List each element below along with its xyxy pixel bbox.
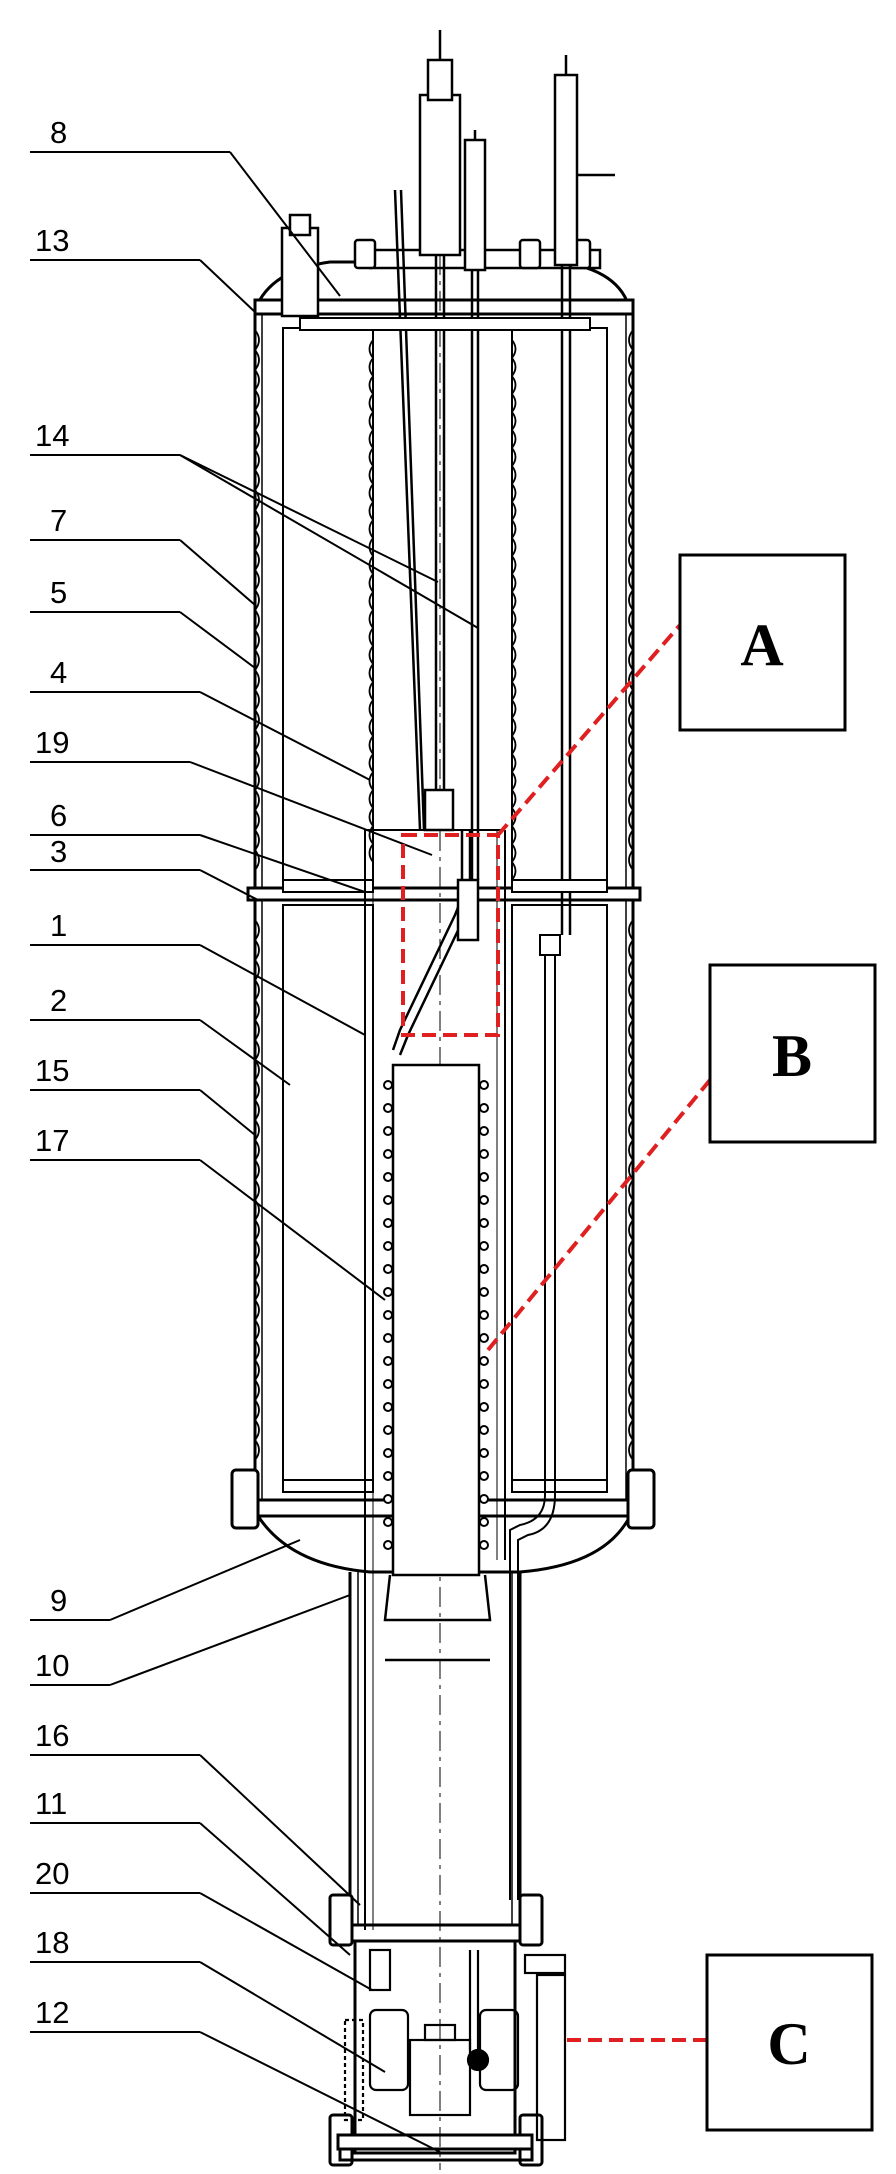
callout-4: 4 xyxy=(50,655,67,690)
callout-13: 13 xyxy=(35,223,69,258)
callout-7: 7 xyxy=(50,503,67,538)
callout-6: 6 xyxy=(50,798,67,833)
callout-15: 15 xyxy=(35,1053,69,1088)
callout-3: 3 xyxy=(50,834,67,869)
detail-box-b xyxy=(708,963,877,1144)
detail-a-region xyxy=(401,833,500,1037)
callout-16: 16 xyxy=(35,1718,69,1753)
detail-markers: A B C xyxy=(401,553,877,2132)
detail-label-b: B xyxy=(772,1023,812,1089)
callout-2: 2 xyxy=(50,983,67,1018)
mli-insulation xyxy=(253,329,635,1461)
callout-11: 11 xyxy=(35,1786,67,1821)
callout-5: 5 xyxy=(50,575,67,610)
callout-14: 14 xyxy=(35,418,69,453)
callout-9: 9 xyxy=(50,1583,67,1618)
leader-lines xyxy=(30,151,479,2153)
callout-18: 18 xyxy=(35,1925,69,1960)
callout-8: 8 xyxy=(50,115,67,150)
callout-1: 1 xyxy=(50,908,67,943)
detail-b-leader xyxy=(486,1078,712,1352)
sample-chamber xyxy=(383,788,492,1662)
callout-17: 17 xyxy=(35,1123,69,1158)
cold-head xyxy=(343,1948,567,2142)
callout-19: 19 xyxy=(35,725,69,760)
detail-label-a: A xyxy=(740,612,783,678)
detail-box-c xyxy=(705,1953,874,2132)
detail-label-c: C xyxy=(767,2011,810,2077)
callout-12: 12 xyxy=(35,1995,69,2030)
callout-20: 20 xyxy=(35,1856,69,1891)
detail-a-leader xyxy=(496,623,682,837)
detail-box-a xyxy=(678,553,847,732)
heater-coil xyxy=(383,1080,489,1550)
top-stems xyxy=(393,30,615,2170)
radiation-shields xyxy=(282,317,608,1930)
callout-labels: 8 13 14 7 5 4 19 6 3 1 2 15 17 9 10 16 1… xyxy=(35,115,69,2030)
callout-10: 10 xyxy=(35,1648,69,1683)
